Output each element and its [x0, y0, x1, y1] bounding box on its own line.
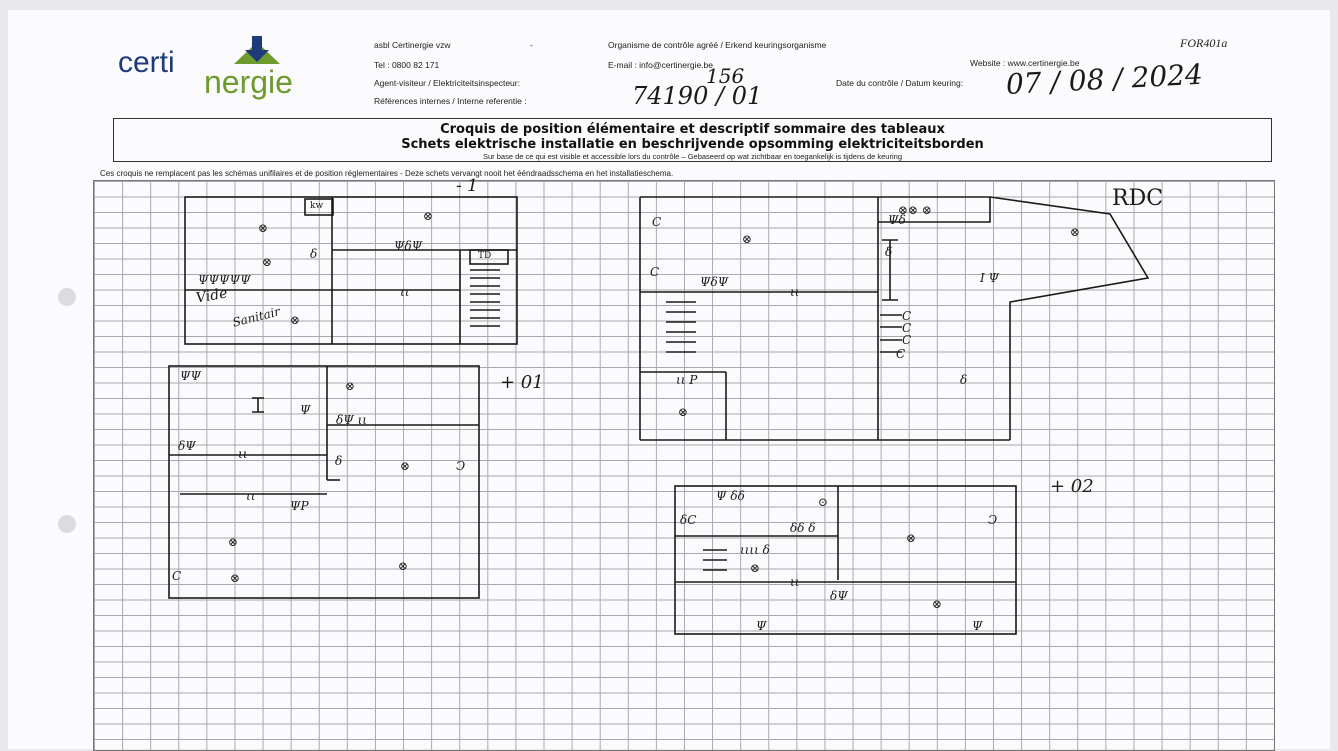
reference-label: Références internes / Interne referentie…: [374, 96, 527, 106]
svg-text:δ: δ: [885, 245, 892, 259]
date-label: Date du contrôle / Datum keuring:: [836, 78, 964, 88]
svg-text:ιι: ιι: [790, 285, 799, 299]
svg-text:⊗: ⊗: [398, 559, 408, 573]
svg-text:Ϲ: Ϲ: [652, 215, 661, 229]
svg-text:⊗: ⊗: [258, 221, 268, 235]
svg-text:δΨ ιι: δΨ ιι: [336, 413, 367, 427]
svg-text:⊗: ⊗: [906, 531, 916, 545]
svg-text:ΨδΨ: ΨδΨ: [700, 275, 729, 289]
svg-text:δ: δ: [310, 247, 317, 261]
svg-text:Ϲ: Ϲ: [650, 265, 659, 279]
svg-text:⊗: ⊗: [742, 232, 752, 246]
floor-label-rdc: RDC: [1112, 186, 1164, 211]
svg-text:Ϲ: Ϲ: [902, 333, 911, 347]
svg-text:ΨδΨ: ΨδΨ: [394, 239, 423, 253]
svg-text:Ψ: Ψ: [756, 619, 767, 633]
svg-text:Ψδ: Ψδ: [888, 213, 906, 227]
agent-value: 156: [706, 64, 745, 88]
svg-text:⊗: ⊗: [230, 571, 240, 585]
svg-text:ΨΨ: ΨΨ: [180, 369, 202, 383]
svg-text:⊗: ⊗: [262, 255, 272, 269]
accreditation-text: Organisme de contrôle agréé / Erkend keu…: [608, 40, 827, 50]
org-name: asbl Certinergie vzw: [374, 40, 451, 50]
svg-text:δΨ: δΨ: [178, 439, 196, 453]
svg-text:⊙: ⊙: [818, 495, 828, 509]
title-box: Croquis de position élémentaire et descr…: [113, 118, 1272, 162]
sketch-grid: [93, 180, 1275, 751]
punch-hole: [58, 515, 76, 533]
logo-text-nergie: nergie: [204, 64, 293, 100]
disclaimer-text: Ces croquis ne remplacent pas les schéma…: [100, 169, 674, 178]
svg-text:δδ δ: δδ δ: [790, 521, 816, 535]
svg-text:Ϲ: Ϲ: [902, 309, 911, 323]
website-address: Website : www.certinergie.be: [970, 58, 1080, 68]
svg-text:⊗⊗ ⊗: ⊗⊗ ⊗: [898, 203, 932, 217]
panel-label-td: TD: [478, 251, 492, 261]
svg-text:⊗: ⊗: [750, 561, 760, 575]
svg-text:Ͻ: Ͻ: [988, 513, 997, 527]
floor-label-minus1: - 1: [456, 176, 478, 196]
svg-text:Ϲ: Ϲ: [172, 569, 181, 583]
svg-text:ιι: ιι: [246, 489, 255, 503]
svg-text:Ϲ: Ϲ: [902, 321, 911, 335]
svg-text:ΨΡ: ΨΡ: [290, 499, 310, 513]
svg-text:Ψ: Ψ: [972, 619, 983, 633]
svg-text:ιι: ιι: [400, 285, 409, 299]
svg-text:⊗: ⊗: [932, 597, 942, 611]
floor-label-plus01: + 01: [500, 372, 544, 393]
svg-text:ιιιι δ: ιιιι δ: [740, 543, 770, 557]
email-address: E-mail : info@certinergie.be: [608, 60, 714, 70]
svg-text:⊗: ⊗: [423, 209, 433, 223]
svg-text:⊗: ⊗: [1070, 225, 1080, 239]
logo-text-certi: certi: [118, 46, 175, 79]
svg-text:Ι Ψ: Ι Ψ: [979, 271, 1000, 285]
house-arrow-icon: [234, 36, 280, 64]
floor-label-plus02: + 02: [1050, 476, 1094, 497]
form-code: FOR401a: [1180, 36, 1228, 50]
svg-text:Ψ δδ: Ψ δδ: [716, 489, 745, 503]
svg-text:⊗: ⊗: [400, 459, 410, 473]
svg-text:ΨΨΨΨΨ: ΨΨΨΨΨ: [198, 273, 251, 287]
svg-text:δϹ: δϹ: [680, 513, 696, 527]
svg-text:Ͻ: Ͻ: [456, 459, 465, 473]
svg-text:ιι Ρ: ιι Ρ: [676, 373, 698, 387]
svg-text:ιι: ιι: [238, 447, 247, 461]
title-subline: Sur base de ce qui est visible et access…: [483, 152, 902, 161]
phone-number: Tel : 0800 82 171: [374, 60, 440, 70]
title-french: Croquis de position élémentaire et descr…: [440, 122, 945, 137]
punch-hole: [58, 288, 76, 306]
svg-text:δΨ: δΨ: [830, 589, 848, 603]
svg-text:ιι: ιι: [790, 575, 799, 589]
title-dutch: Schets elektrische installatie en beschr…: [401, 137, 984, 152]
org-dash: -: [530, 40, 533, 50]
svg-text:δ: δ: [335, 454, 342, 468]
svg-text:⊗: ⊗: [345, 379, 355, 393]
svg-text:⊗: ⊗: [678, 405, 688, 419]
svg-text:⊗: ⊗: [228, 535, 238, 549]
svg-text:Ψ: Ψ: [300, 403, 311, 417]
svg-text:δ: δ: [960, 373, 967, 387]
agent-label: Agent-visiteur / Elektriciteitsinspecteu…: [374, 78, 520, 88]
svg-text:Ϲ: Ϲ: [896, 347, 905, 361]
reference-value: 74190 / 01: [632, 82, 763, 110]
room-label-kw: kw: [310, 201, 324, 211]
svg-text:⊗: ⊗: [290, 313, 300, 327]
